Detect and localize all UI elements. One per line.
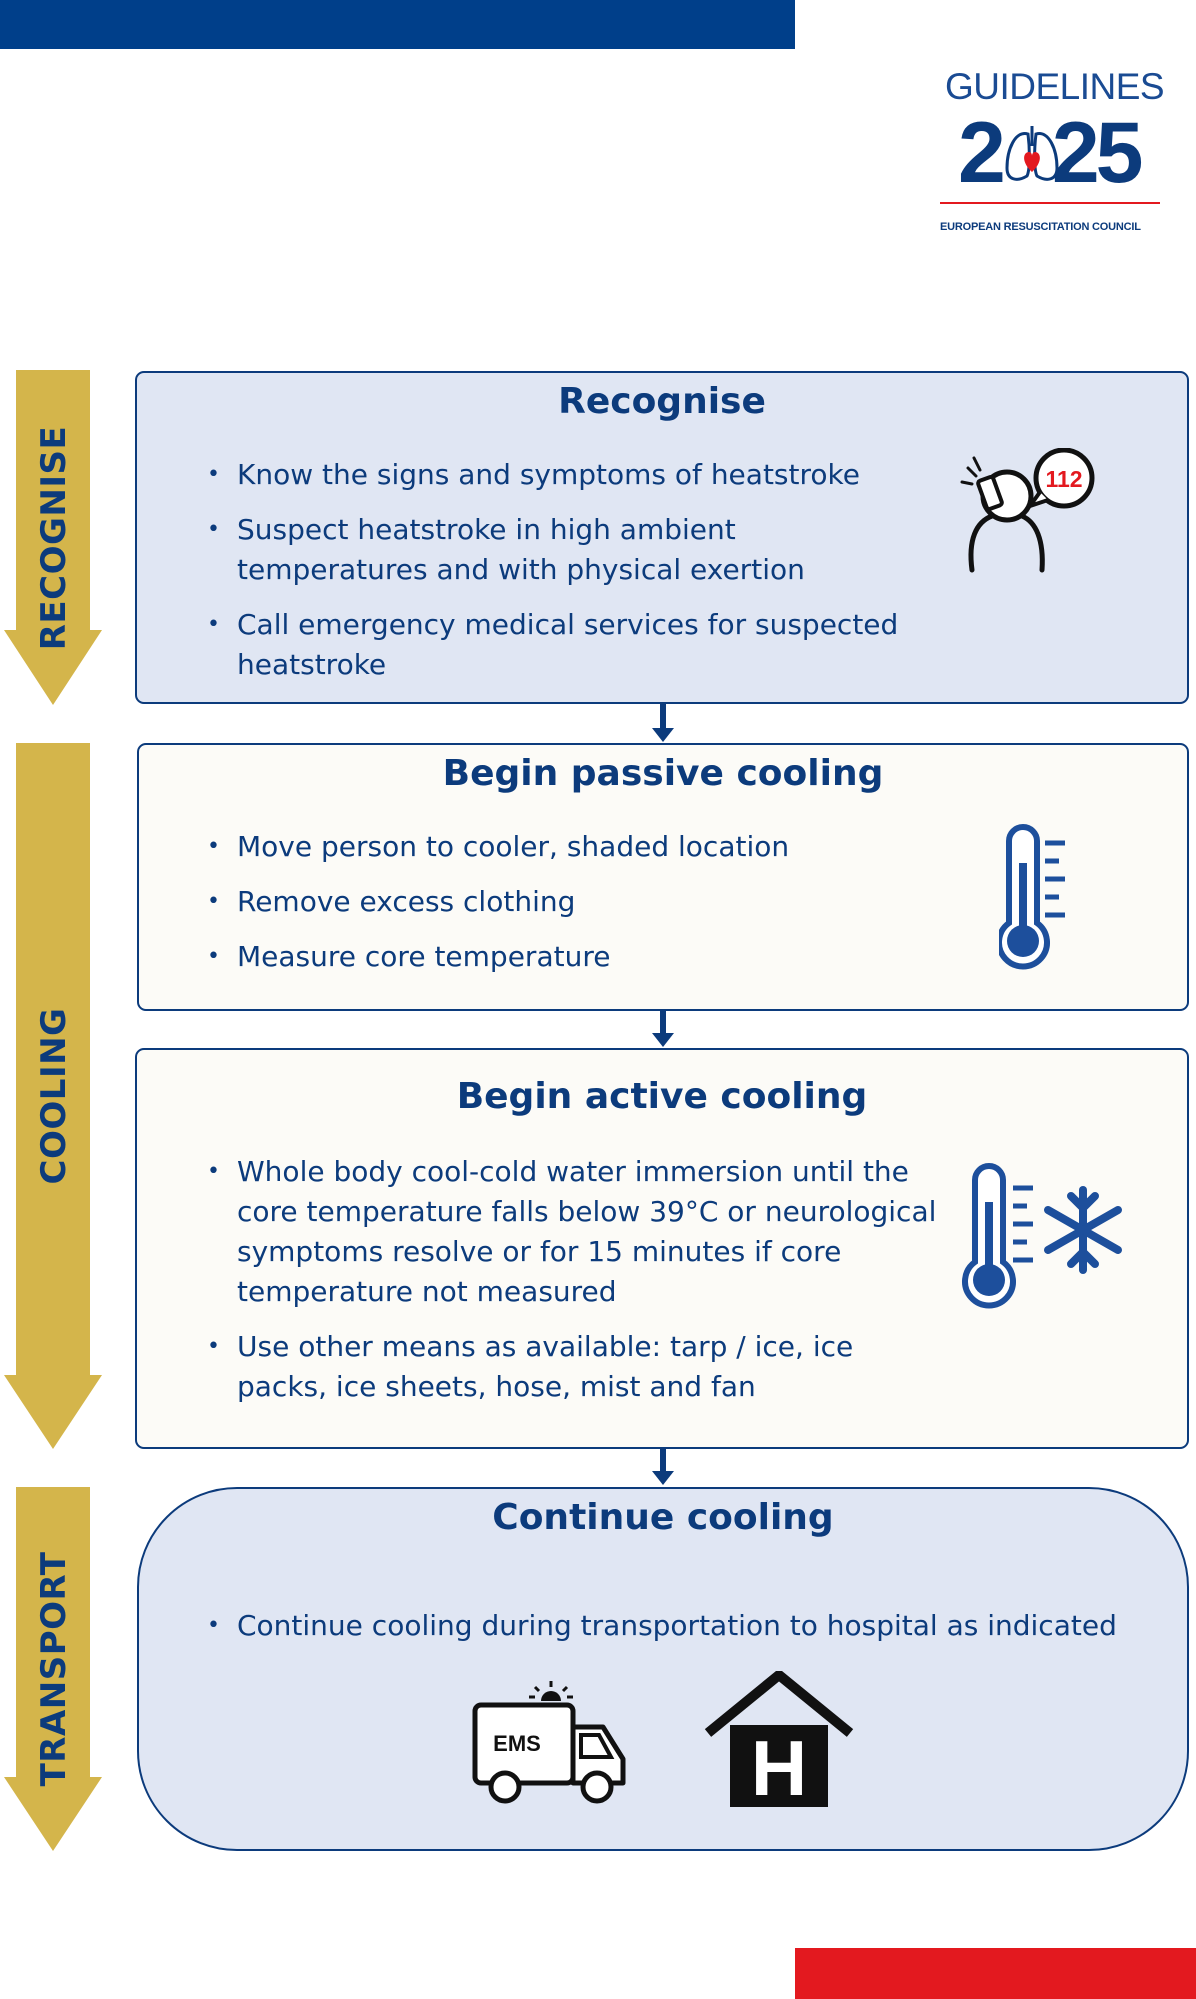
- passive-cooling-list: Move person to cooler, shaded location R…: [207, 827, 927, 992]
- list-item: Know the signs and symptoms of heatstrok…: [207, 455, 927, 495]
- continue-cooling-list: Continue cooling during transportation t…: [207, 1606, 1157, 1661]
- phase-arrow-shape: [4, 1487, 102, 1851]
- list-item: Remove excess clothing: [207, 882, 927, 922]
- phase-label-recognise: RECOGNISE: [34, 425, 74, 650]
- list-item: Measure core temperature: [207, 937, 927, 977]
- list-item: Move person to cooler, shaded location: [207, 827, 927, 867]
- logo-divider: [940, 202, 1160, 204]
- list-item: Use other means as available: tarp / ice…: [207, 1327, 937, 1407]
- phase-arrow-shape: [4, 370, 102, 705]
- logo-organisation-text: EUROPEAN RESUSCITATION COUNCIL: [940, 221, 1141, 233]
- logo-guidelines-text: GUIDELINES: [945, 66, 1165, 107]
- phase-label-transport: TRANSPORT: [34, 1551, 74, 1787]
- emergency-number-label: 112: [1045, 466, 1082, 492]
- thermometer-snowflake-icon: [962, 1163, 1122, 1309]
- top-brand-bar: [0, 0, 795, 49]
- active-cooling-box: Begin active cooling Whole body cool-col…: [135, 1048, 1189, 1449]
- logo-year-digit: 2: [958, 105, 1006, 201]
- list-item: Call emergency medical services for susp…: [207, 605, 927, 685]
- snowflake-icon: [1044, 1186, 1122, 1274]
- recognise-box: Recognise Know the signs and symptoms of…: [135, 371, 1189, 704]
- hospital-icon: H: [704, 1671, 854, 1811]
- passive-cooling-box: Begin passive cooling Move person to coo…: [137, 743, 1189, 1011]
- ambulance-icon: EMS: [472, 1681, 626, 1804]
- bottom-accent-bar: [795, 1948, 1196, 1999]
- passive-cooling-title: Begin passive cooling: [442, 753, 884, 794]
- ambulance-label: EMS: [493, 1731, 541, 1756]
- recognise-title: Recognise: [558, 381, 766, 422]
- thermometer-icon: [999, 824, 1065, 970]
- recognise-list: Know the signs and symptoms of heatstrok…: [207, 455, 927, 700]
- list-item: Whole body cool-cold water immersion unt…: [207, 1152, 937, 1312]
- logo-year-digits: 25: [1051, 105, 1144, 201]
- lungs-heart-icon: [1005, 126, 1059, 181]
- flow-arrow-icon: [652, 1449, 674, 1485]
- active-cooling-list: Whole body cool-cold water immersion unt…: [207, 1152, 937, 1422]
- phase-label-cooling: COOLING: [34, 1007, 74, 1185]
- active-cooling-title: Begin active cooling: [456, 1076, 868, 1117]
- flow-arrow-icon: [652, 1011, 674, 1047]
- person-calling-icon: 112: [960, 448, 1095, 573]
- phase-arrow-recognise: RECOGNISE: [2, 370, 102, 705]
- phase-arrow-shape: [4, 743, 102, 1449]
- phase-arrow-cooling: COOLING: [2, 743, 102, 1449]
- list-item: Suspect heatstroke in high ambient tempe…: [207, 510, 927, 590]
- continue-cooling-box: Continue cooling Continue cooling during…: [137, 1487, 1189, 1851]
- list-item: Continue cooling during transportation t…: [207, 1606, 1157, 1646]
- flow-arrow-icon: [652, 704, 674, 742]
- phase-arrow-transport: TRANSPORT: [2, 1487, 102, 1851]
- continue-cooling-title: Continue cooling: [492, 1497, 834, 1538]
- hospital-letter: H: [751, 1724, 807, 1811]
